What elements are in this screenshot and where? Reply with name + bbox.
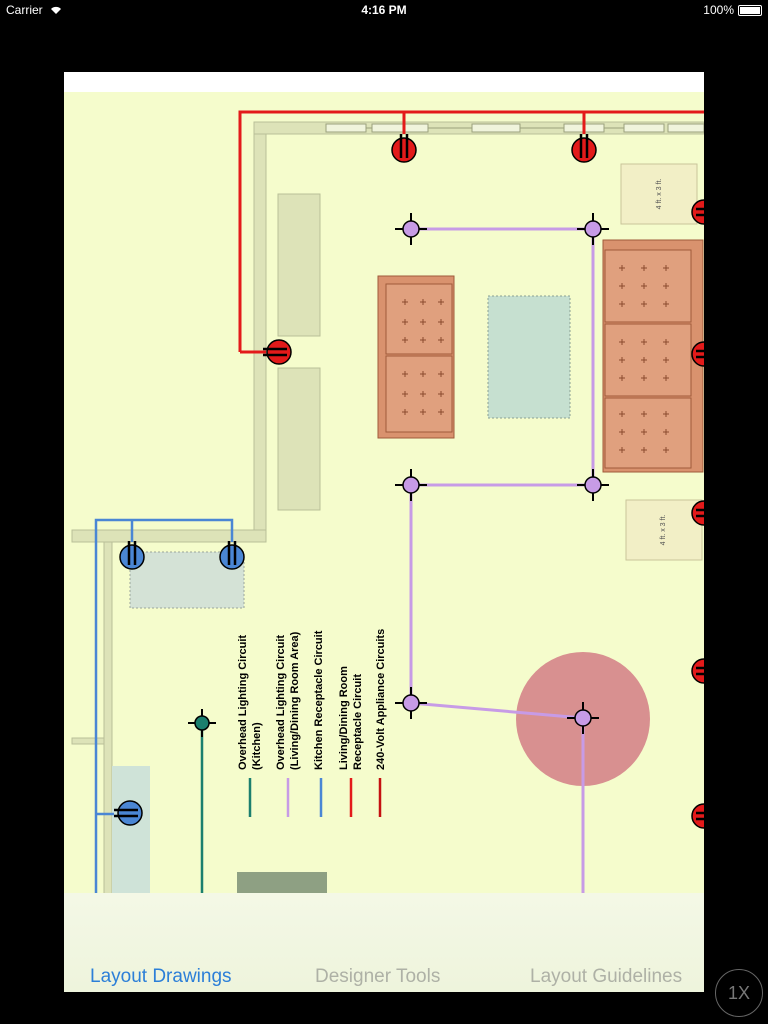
battery-icon [738, 4, 762, 16]
legend-living-receptacle-line1: Living/Dining Room [338, 666, 350, 770]
legend: Overhead Lighting Circuit (Kitchen) Over… [237, 629, 387, 817]
windows [325, 123, 704, 133]
receptacle-symbols [263, 134, 704, 829]
end-table-top-label: 4 ft. x 3 ft. [656, 179, 663, 210]
tab-designer-tools[interactable]: Designer Tools [315, 966, 441, 987]
legend-living-lighting-line1: Overhead Lighting Circuit [275, 635, 287, 770]
carrier-label: Carrier [6, 3, 62, 17]
layout-drawing[interactable]: 4 ft. x 3 ft. 4 ft. x 3 ft. [64, 72, 704, 992]
end-table-bottom [625, 499, 703, 561]
tab-layout-drawings[interactable]: Layout Drawings [90, 966, 232, 987]
legend-kitchen-receptacle: Kitchen Receptacle Circuit [313, 630, 325, 770]
end-table-bottom-label: 4 ft. x 3 ft. [660, 515, 667, 546]
wifi-icon [51, 6, 62, 14]
legend-kitchen-lighting-line1: Overhead Lighting Circuit [237, 635, 249, 770]
tab-bar: Layout Drawings Designer Tools Layout Gu… [64, 893, 704, 992]
legend-kitchen-lighting-line2: (Kitchen) [251, 722, 263, 770]
coffee-table [487, 295, 571, 419]
battery-indicator: 100% [703, 3, 762, 17]
lighting-fixtures [395, 213, 609, 734]
floor-plan: 4 ft. x 3 ft. 4 ft. x 3 ft. [64, 92, 704, 992]
legend-living-lighting-line2: (Living/Dining Room Area) [289, 631, 301, 770]
zoom-1x-button[interactable]: 1X [715, 969, 763, 1017]
clock: 4:16 PM [361, 3, 407, 17]
sofa-right [602, 239, 704, 473]
tab-layout-guidelines[interactable]: Layout Guidelines [530, 966, 683, 987]
legend-living-receptacle-line2: Receptacle Circuit [352, 674, 364, 770]
sofa-tufts [402, 265, 669, 453]
end-table-top [620, 163, 698, 225]
kitchen-receptacle-circuit [94, 518, 234, 992]
kitchen-receptacle-symbols [114, 541, 245, 826]
legend-240v-appliance: 240-Volt Appliance Circuits [375, 629, 387, 770]
status-bar: Carrier 4:16 PM 100% [0, 0, 768, 20]
living-receptacle-circuit [238, 110, 704, 354]
sofa-left [377, 275, 455, 439]
